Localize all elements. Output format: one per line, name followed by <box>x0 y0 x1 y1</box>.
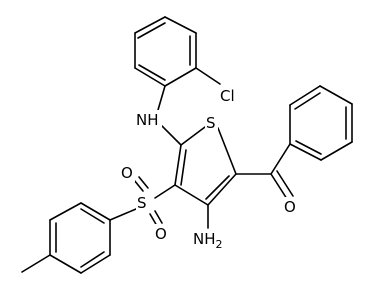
bond <box>319 85 353 105</box>
bond <box>80 251 105 268</box>
sulfonyl-oxygen-bottom-label: O <box>155 225 167 243</box>
bond <box>157 85 166 111</box>
amino-nh-text: NH <box>193 230 216 248</box>
bond <box>205 175 230 200</box>
bond <box>276 170 294 197</box>
bond <box>289 143 322 161</box>
bond <box>80 202 111 221</box>
bond <box>174 144 182 186</box>
bond <box>161 125 182 146</box>
atom-labels: Cl NH S S O O O NH2 <box>120 86 298 251</box>
amine-nh-label: NH <box>136 111 159 129</box>
bond <box>134 67 166 87</box>
thiophene-sulfur-label: S <box>206 114 216 132</box>
bond <box>154 210 163 224</box>
bond <box>295 140 322 155</box>
sulfonyl-oxygen-top-label: O <box>121 164 133 182</box>
bond <box>270 143 291 175</box>
bond <box>164 16 197 34</box>
bond <box>207 173 237 206</box>
amino-subscript-2: 2 <box>216 238 223 251</box>
bond <box>109 208 137 221</box>
bond <box>164 67 197 87</box>
bond <box>270 173 288 200</box>
bond <box>289 85 321 106</box>
bond <box>320 141 353 161</box>
chlorine-label: Cl <box>220 87 235 105</box>
bond <box>80 208 105 224</box>
bond <box>138 176 149 189</box>
bond <box>154 184 176 199</box>
bond <box>134 16 166 34</box>
bond <box>49 202 82 221</box>
bond <box>137 22 166 39</box>
bond <box>21 254 51 273</box>
bond <box>138 64 166 81</box>
bond <box>294 92 321 110</box>
bond <box>80 254 111 274</box>
bond <box>49 254 82 274</box>
carbonyl-oxygen-label: O <box>284 198 296 216</box>
amino-nh2-label: NH2 <box>193 230 223 251</box>
bond <box>217 127 237 175</box>
sulfonyl-sulfur-label: S <box>137 194 147 212</box>
bond <box>174 184 209 206</box>
bond <box>180 149 187 186</box>
bond <box>133 179 144 192</box>
bonds <box>21 16 353 274</box>
bond <box>180 126 206 146</box>
bond <box>195 67 221 85</box>
